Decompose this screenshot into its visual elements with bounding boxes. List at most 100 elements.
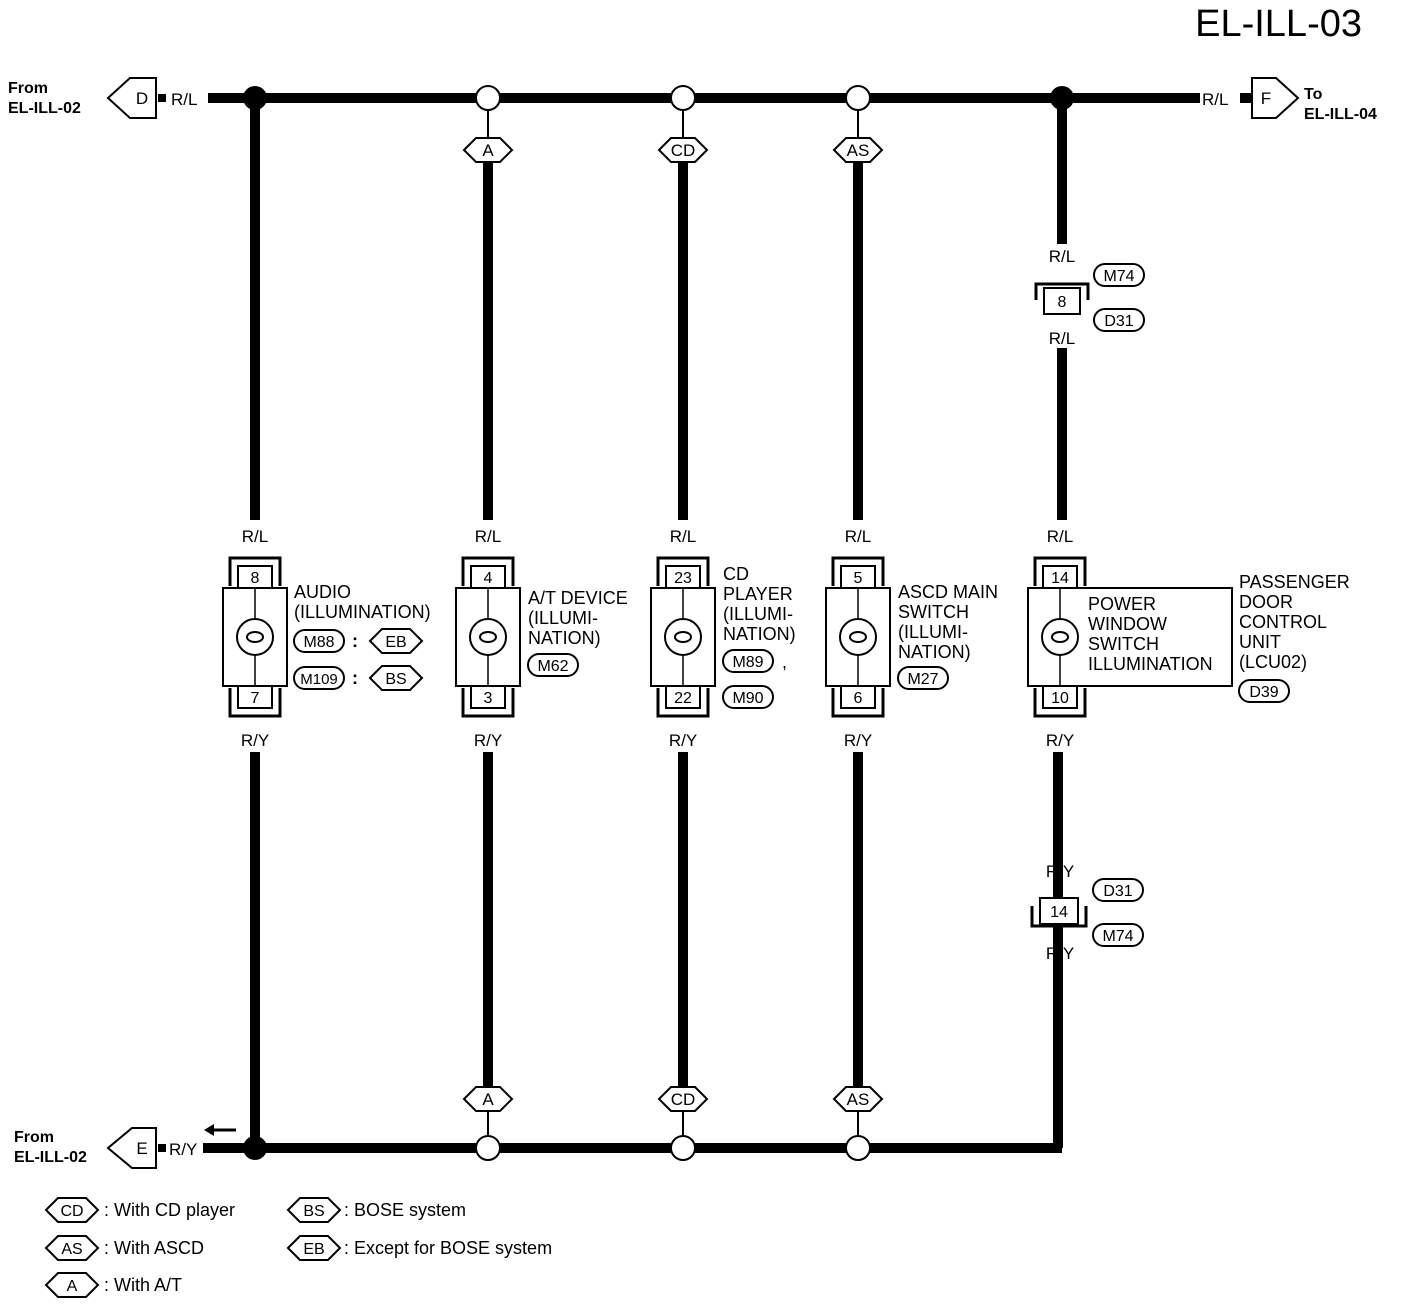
component-name: NATION) xyxy=(528,628,601,648)
option-tag-cd-top: CD xyxy=(657,137,709,163)
component-name: (ILLUMI- xyxy=(898,622,968,642)
component-audio: R/L 8 7 R/Y AUDIO (ILLUMINATION) M88 : E… xyxy=(222,527,431,750)
unit-name: UNIT xyxy=(1239,632,1281,652)
component-name: PLAYER xyxy=(723,584,793,604)
svg-text:: Except for BOSE system: : Except for BOSE system xyxy=(344,1238,552,1258)
svg-text:AS: AS xyxy=(847,1090,870,1109)
option-tag-as-bottom: AS xyxy=(832,1086,884,1112)
from-top-line1: From xyxy=(8,80,48,97)
svg-text:,: , xyxy=(782,652,787,672)
component-name: AUDIO xyxy=(294,582,351,602)
component-name: NATION) xyxy=(898,642,971,662)
wire-color-label: R/L xyxy=(1049,247,1075,266)
svg-text:A: A xyxy=(67,1278,78,1295)
joint-connector-lower: R/Y 14 R/Y D31 M74 xyxy=(1030,862,1144,963)
pin-number: 22 xyxy=(674,690,692,707)
connector-d-label: D xyxy=(136,89,148,108)
component-name: NATION) xyxy=(723,624,796,644)
svg-text:CD: CD xyxy=(671,141,696,160)
to-top-line1: To xyxy=(1304,86,1323,103)
option-junction xyxy=(475,85,501,111)
wire-color-label: R/Y xyxy=(474,731,502,750)
page-title: EL-ILL-03 xyxy=(1195,3,1362,45)
option-tag: BS xyxy=(385,671,406,688)
splice-dot xyxy=(243,1136,267,1160)
option-tag-a-top: A xyxy=(462,137,514,163)
wire-color-label: R/Y xyxy=(1046,862,1074,881)
legend-item-as: AS : With ASCD xyxy=(44,1235,204,1261)
pin-number: 7 xyxy=(251,690,260,707)
svg-text:: With A/T: : With A/T xyxy=(104,1275,182,1295)
svg-text:CD: CD xyxy=(671,1090,696,1109)
connector-id: M27 xyxy=(907,671,938,688)
connector-id: M74 xyxy=(1102,928,1133,945)
option-junction xyxy=(845,85,871,111)
option-tag-as-top: AS xyxy=(832,137,884,163)
component-name: SWITCH xyxy=(898,602,969,622)
svg-text:BS: BS xyxy=(303,1203,324,1220)
pin-number: 4 xyxy=(484,570,493,587)
pin-number: 3 xyxy=(484,690,493,707)
connector-id: D31 xyxy=(1104,313,1133,330)
svg-text:: With ASCD: : With ASCD xyxy=(104,1238,204,1258)
connector-e-label: E xyxy=(136,1139,147,1158)
connector-id: M90 xyxy=(732,690,763,707)
option-tag-a-bottom: A xyxy=(462,1086,514,1112)
unit-name: CONTROL xyxy=(1239,612,1327,632)
component-at-device: R/L 4 3 R/Y A/T DEVICE (ILLUMI- NATION) … xyxy=(455,527,628,750)
wire-color-label: R/Y xyxy=(844,731,872,750)
svg-text::: : xyxy=(352,631,358,651)
svg-text:EB: EB xyxy=(303,1241,324,1258)
svg-text:: With CD player: : With CD player xyxy=(104,1200,235,1220)
pin-number: 14 xyxy=(1050,904,1068,921)
component-name: CD xyxy=(723,564,749,584)
component-name: SWITCH xyxy=(1088,634,1159,654)
wire-color-label: R/Y xyxy=(241,731,269,750)
unit-name: (LCU02) xyxy=(1239,652,1307,672)
wire-color-label: R/Y xyxy=(1046,731,1074,750)
to-top-line2: EL-ILL-04 xyxy=(1304,106,1377,123)
legend-item-a: A : With A/T xyxy=(44,1272,182,1298)
wire-color-label: R/Y xyxy=(669,731,697,750)
wire-color-label: R/L xyxy=(242,527,268,546)
from-top-line2: EL-ILL-02 xyxy=(8,100,81,117)
legend-item-bs: BS : BOSE system xyxy=(286,1197,466,1223)
pin-number: 6 xyxy=(854,690,863,707)
component-name: (ILLUMINATION) xyxy=(294,602,431,622)
connector-id: D39 xyxy=(1249,684,1278,701)
from-connector-bottom: From EL-ILL-02 E R/Y xyxy=(14,1124,236,1169)
unit-name: DOOR xyxy=(1239,592,1293,612)
component-ascd-main-switch: R/L 5 6 R/Y ASCD MAIN SWITCH (ILLUMI- NA… xyxy=(825,527,998,750)
legend: CD : With CD player AS : With ASCD A : W… xyxy=(44,1197,552,1298)
connector-f-arrow xyxy=(1251,77,1300,119)
svg-text:A: A xyxy=(482,1090,494,1109)
svg-text:AS: AS xyxy=(847,141,870,160)
connector-id: M62 xyxy=(537,658,568,675)
connector-e-arrow xyxy=(106,1127,157,1169)
component-power-window-switch: R/L 14 10 R/Y POWER WINDOW SWITCH ILLUMI… xyxy=(1027,527,1350,750)
connector-id: M109 xyxy=(300,671,338,688)
component-name: (ILLUMI- xyxy=(528,608,598,628)
joint-connector-upper: R/L 8 R/L M74 D31 xyxy=(1034,247,1145,348)
component-cd-player: R/L 23 22 R/Y CD PLAYER (ILLUMI- NATION)… xyxy=(650,527,796,750)
option-tag-cd-bottom: CD xyxy=(657,1086,709,1112)
wire-color-label: R/Y xyxy=(1046,944,1074,963)
wire-color-label: R/L xyxy=(1049,329,1075,348)
splice-dot xyxy=(243,86,267,110)
from-bottom-line2: EL-ILL-02 xyxy=(14,1149,87,1166)
option-tag: EB xyxy=(385,634,406,651)
pin-number: 8 xyxy=(251,570,260,587)
option-junction xyxy=(845,1135,871,1161)
svg-text:CD: CD xyxy=(60,1203,83,1220)
to-connector-top: R/L F To EL-ILL-04 xyxy=(1202,77,1377,123)
wire-color-label: R/L xyxy=(475,527,501,546)
connector-id: M89 xyxy=(732,654,763,671)
wire-color-label: R/L xyxy=(1047,527,1073,546)
svg-text::: : xyxy=(352,668,358,688)
connector-id: M74 xyxy=(1103,268,1134,285)
pin-number: 14 xyxy=(1051,570,1069,587)
wire-color-label: R/L xyxy=(845,527,871,546)
svg-text:A: A xyxy=(482,141,494,160)
branch-power-window xyxy=(1053,98,1067,1148)
